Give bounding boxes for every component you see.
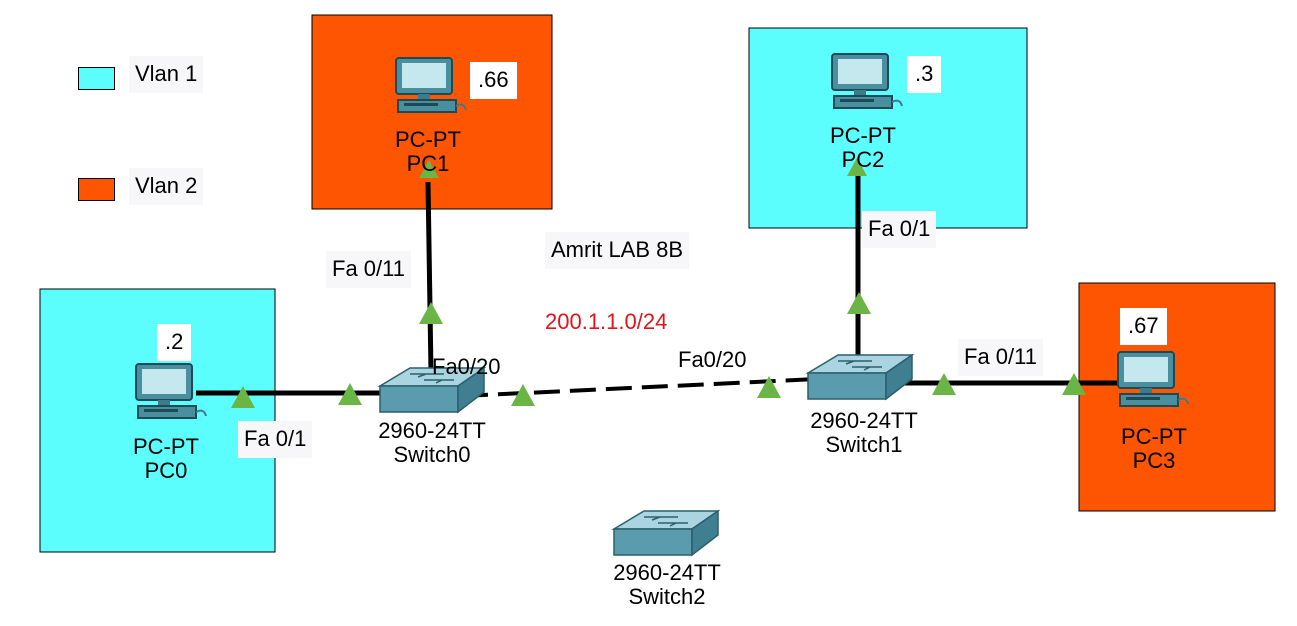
switch2-caption: 2960-24TT Switch2 <box>597 561 737 609</box>
port-label-pc1-switch0: Fa 0/11 <box>326 251 411 288</box>
port-indicator-switch0-fa0-1 <box>338 383 362 405</box>
port-indicator-pc2 <box>847 158 867 176</box>
switch1-name: Switch1 <box>825 432 903 457</box>
pc1-model: PC-PT <box>395 127 461 152</box>
switch-icon[interactable] <box>377 366 487 414</box>
pc2-model: PC-PT <box>830 123 896 148</box>
switch0-name: Switch0 <box>393 442 471 467</box>
pc1-ip-label: .66 <box>470 62 517 99</box>
port-indicator-pc0 <box>231 386 255 408</box>
switch-icon[interactable] <box>805 353 915 401</box>
switch0-model: 2960-24TT <box>378 418 486 443</box>
switch2-name: Switch2 <box>628 584 706 609</box>
pc1-name: PC1 <box>406 151 450 176</box>
legend-swatch-vlan2 <box>78 178 115 201</box>
port-indicator-switch0-fa0-20 <box>511 384 535 406</box>
pc0-model: PC-PT <box>133 434 199 459</box>
pc-icon[interactable] <box>1117 351 1189 407</box>
pc3-name: PC3 <box>1132 448 1176 473</box>
diagram-title: Amrit LAB 8B <box>545 232 690 269</box>
pc0-caption: PC-PT PC0 <box>116 435 216 483</box>
pc0-name: PC0 <box>144 458 188 483</box>
switch1-model: 2960-24TT <box>810 408 918 433</box>
pc0-ip-label: .2 <box>157 324 192 361</box>
port-label-switch1-pc3: Fa 0/11 <box>958 339 1043 376</box>
pc1-caption: PC-PT PC1 <box>378 128 478 176</box>
pc-icon[interactable] <box>395 57 467 113</box>
port-indicator-pc3 <box>1062 373 1086 395</box>
legend-label-vlan2: Vlan 2 <box>129 168 204 205</box>
port-label-pc2-switch1: Fa 0/1 <box>862 211 937 248</box>
legend-label-vlan1: Vlan 1 <box>129 56 204 93</box>
pc3-model: PC-PT <box>1121 424 1187 449</box>
pc2-caption: PC-PT PC2 <box>813 124 913 172</box>
port-indicator-pc1 <box>419 160 439 178</box>
switch-icon[interactable] <box>611 509 721 557</box>
port-label-switch1-fa0-20: Fa0/20 <box>678 347 747 372</box>
port-label-switch0-fa0-20: Fa0/20 <box>432 354 501 379</box>
switch1-caption: 2960-24TT Switch1 <box>794 409 934 457</box>
pc2-name: PC2 <box>841 147 885 172</box>
link-pc1-switch0[interactable] <box>425 181 434 374</box>
subnet-label: 200.1.1.0/24 <box>545 309 668 334</box>
pc2-ip-label: .3 <box>907 56 942 93</box>
pc3-ip-label: .67 <box>1120 308 1167 345</box>
port-indicator-switch1-fa0-20 <box>757 376 781 398</box>
port-indicator-switch1-fa0-1 <box>847 292 871 314</box>
pc-icon[interactable] <box>135 363 207 419</box>
pc-icon[interactable] <box>831 53 903 109</box>
legend-swatch-vlan1 <box>78 67 115 90</box>
port-label-pc0-switch0: Fa 0/1 <box>238 421 313 458</box>
switch0-caption: 2960-24TT Switch0 <box>362 419 502 467</box>
switch2-model: 2960-24TT <box>613 560 721 585</box>
port-indicator-switch0-fa0-11 <box>419 302 443 324</box>
pc3-caption: PC-PT PC3 <box>1104 425 1204 473</box>
port-indicator-switch1-fa0-11 <box>932 373 956 395</box>
